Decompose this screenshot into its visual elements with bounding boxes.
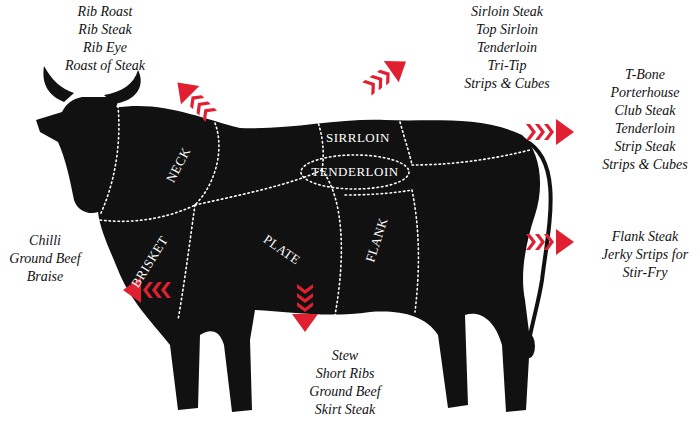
cut-use: Top Sirloin	[437, 21, 577, 39]
cut-list: ChilliGround BeefBraise	[0, 232, 90, 286]
cut-use: Roast of Steak	[30, 57, 180, 75]
cut-use: Rib Roast	[30, 3, 180, 21]
arrow	[526, 119, 574, 145]
cow-silhouette	[36, 97, 540, 412]
cut-use: Chilli	[0, 232, 90, 250]
cut-oval: TENDERLOIN	[300, 154, 410, 190]
arrow	[168, 73, 220, 125]
cut-use: Jerky Srtips for Stir-Fry	[590, 246, 700, 282]
cut-use: Ground Beef	[275, 383, 415, 401]
cut-list: StewShort RibsGround BeefSkirt Steak	[275, 347, 415, 419]
cut-use: Rib Steak	[30, 21, 180, 39]
cut-use: Flank Steak	[590, 228, 700, 246]
cut-use: Braise	[0, 268, 90, 286]
arrow	[359, 51, 413, 100]
cut-use: Tenderloin	[437, 39, 577, 57]
oval-outline	[301, 155, 409, 189]
cut-use: Short Ribs	[275, 365, 415, 383]
arrow	[526, 229, 574, 255]
tail	[524, 140, 551, 336]
cut-list: Flank SteakJerky Srtips for Stir-Fry	[590, 228, 700, 282]
cut-use: Tenderloin	[590, 120, 700, 138]
part-name: SIRRLOIN	[326, 130, 390, 146]
cut-use: Strips & Cubes	[590, 156, 700, 174]
cut-use: Strips & Cubes	[437, 75, 577, 93]
cut-use: Ground Beef	[0, 250, 90, 268]
cut-use: Porterhouse	[590, 84, 700, 102]
cut-list: Rib RoastRib SteakRib EyeRoast of Steak	[30, 3, 180, 75]
part-name: TENDERLOIN	[311, 164, 398, 180]
cut-lines	[100, 106, 530, 320]
cut-use: Club Steak	[590, 102, 700, 120]
cut-use: Skirt Steak	[275, 401, 415, 419]
cut-use: Stew	[275, 347, 415, 365]
arrow	[292, 284, 318, 332]
ear	[112, 106, 142, 122]
cut-use: Rib Eye	[30, 39, 180, 57]
cut-list: Sirloin SteakTop SirloinTenderloinTri-Ti…	[437, 3, 577, 93]
cut-use: Strip Steak	[590, 138, 700, 156]
tail-tuft	[523, 334, 535, 358]
cut-list: T-BonePorterhouseClub SteakTenderloinStr…	[590, 66, 700, 174]
cut-use: T-Bone	[590, 66, 700, 84]
cut-use: Tri-Tip	[437, 57, 577, 75]
cut-use: Sirloin Steak	[437, 3, 577, 21]
